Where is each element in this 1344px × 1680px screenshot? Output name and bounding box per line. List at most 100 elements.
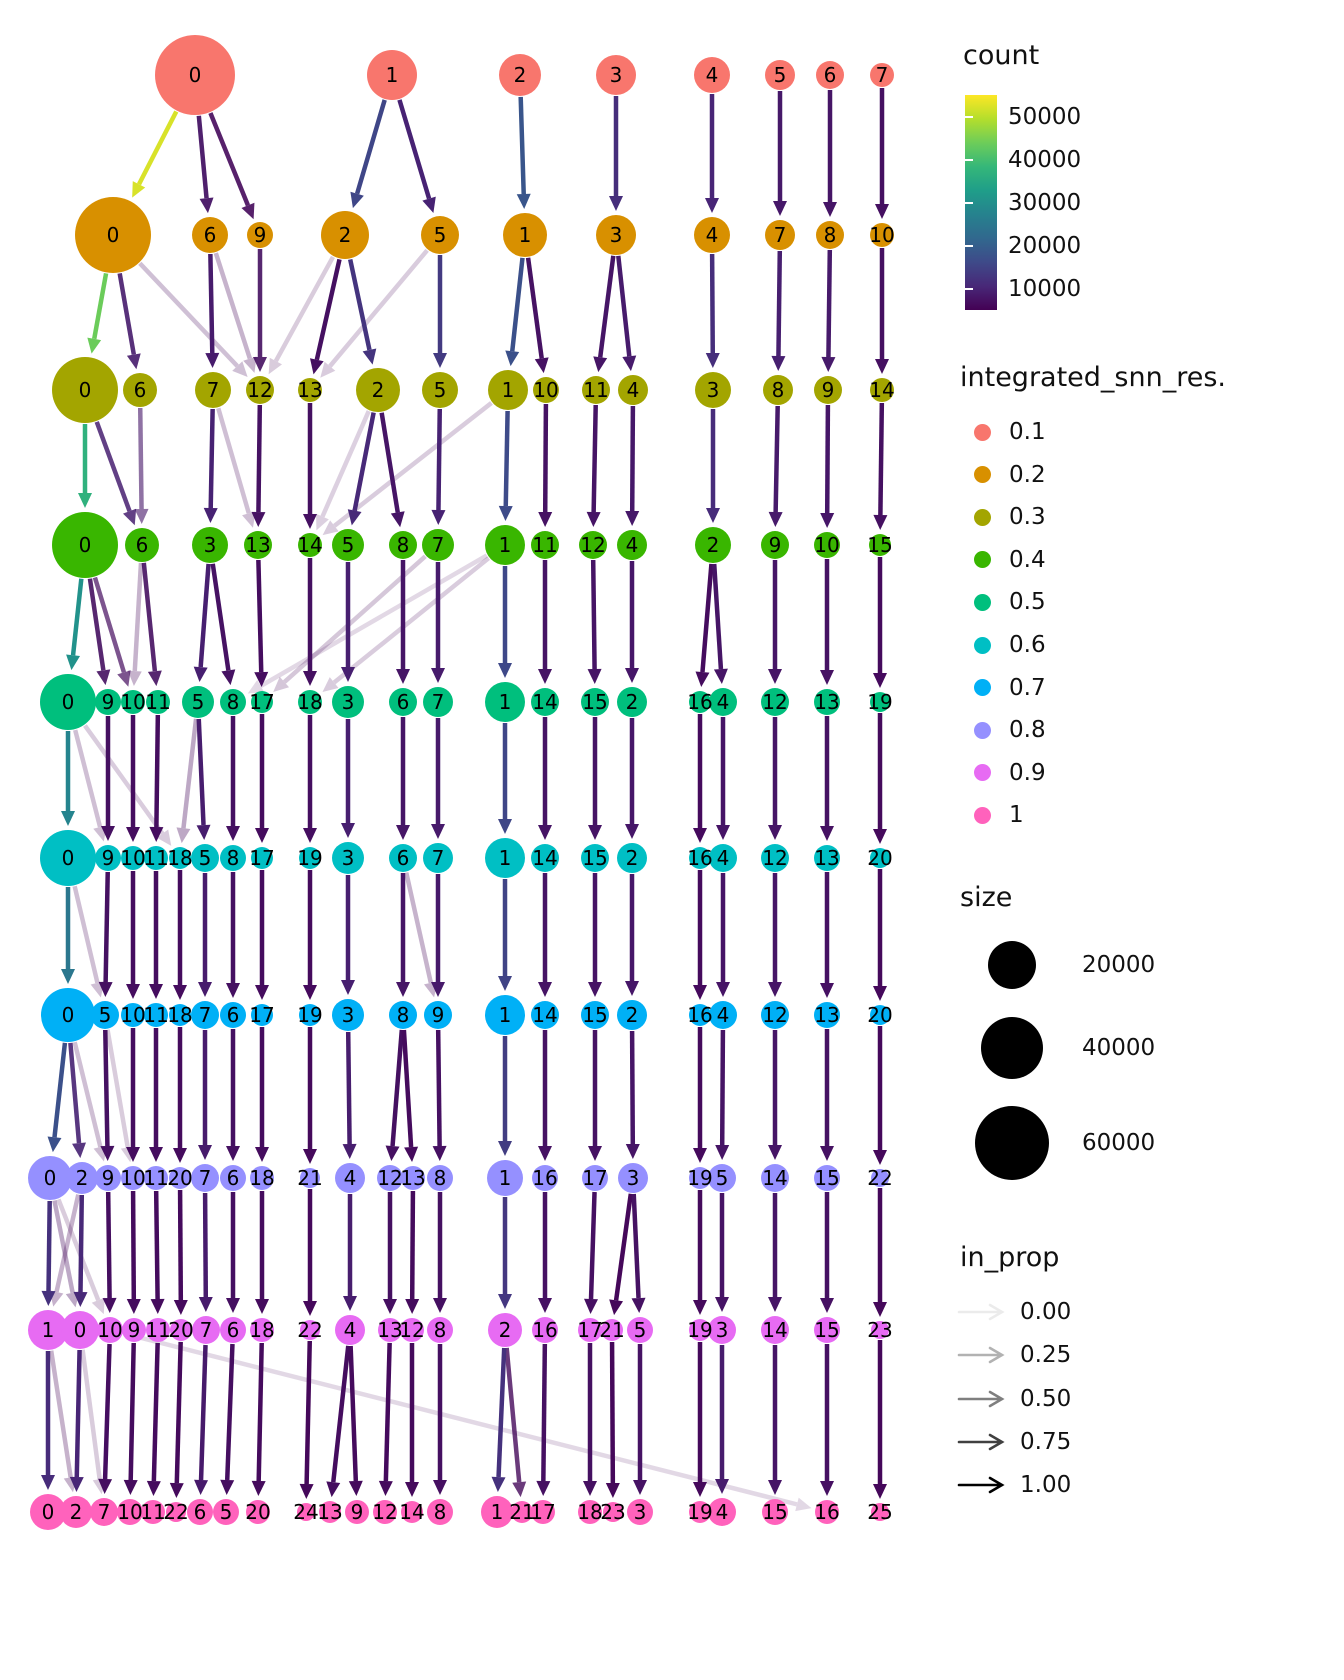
cluster-node-res0.2-10: [870, 223, 894, 247]
edge-arrow: [491, 1347, 507, 1493]
cluster-node-label: 4: [717, 1003, 730, 1027]
cluster-node-res0.8-12: [377, 1165, 403, 1191]
edge-arrow: [348, 1345, 363, 1497]
cluster-node-label: 0: [107, 223, 120, 247]
cluster-node-label: 10: [533, 378, 558, 402]
res-legend-item-0.3: 0.3: [974, 500, 1046, 534]
cluster-node-res0.4-15: [869, 534, 891, 556]
cluster-node-res0.6-17: [251, 847, 273, 869]
cluster-node-label: 1: [499, 846, 512, 870]
cluster-node-label: 4: [717, 690, 730, 714]
edge-arrow: [378, 1342, 393, 1497]
colorbar-tick: [965, 158, 973, 161]
cluster-node-res0.6-6: [389, 844, 417, 872]
edge-arrow: [303, 1189, 317, 1316]
edge-arrow: [303, 403, 317, 529]
cluster-node-res0.8-9: [95, 1165, 121, 1191]
edge-arrow: [205, 253, 220, 369]
cluster-node-label: 0: [62, 846, 75, 870]
cluster-node-label: 16: [687, 846, 712, 870]
edge-arrow: [48, 1350, 78, 1493]
cluster-node-label: 1: [499, 1003, 512, 1027]
cluster-node-res0.5-0: [40, 674, 96, 730]
edge-arrow: [385, 1029, 405, 1162]
cluster-node-label: 6: [397, 690, 410, 714]
edge-arrow: [203, 408, 218, 524]
cluster-node-res0.1-6: [816, 61, 844, 89]
cluster-node-label: 3: [610, 223, 623, 247]
edge-arrow: [820, 1344, 834, 1496]
cluster-node-res0.4-5: [332, 529, 364, 561]
cluster-node-label: 3: [627, 1166, 640, 1190]
cluster-node-label: 18: [167, 846, 192, 870]
edge-arrow: [255, 714, 269, 843]
cluster-node-res0.4-13: [244, 531, 272, 559]
edge-arrow: [94, 421, 137, 526]
edge-arrow: [194, 1344, 209, 1496]
edge-arrow: [208, 112, 255, 220]
cluster-node-res0.5-13: [814, 689, 840, 715]
cluster-node-res0.6-5: [191, 844, 219, 872]
edge-arrow: [873, 713, 887, 844]
cluster-node-res0.9-16: [532, 1317, 558, 1343]
cluster-node-label: 10: [120, 846, 145, 870]
res-legend-item-0.6: 0.6: [974, 628, 1046, 662]
edge-arrow: [198, 1192, 213, 1313]
cluster-node-label: 5: [634, 1318, 647, 1342]
cluster-node-res0.2-2: [321, 211, 369, 259]
res-legend-label: 1: [1009, 802, 1024, 829]
cluster-node-label: 8: [772, 378, 785, 402]
cluster-node-label: 17: [577, 1318, 602, 1342]
edge-arrow: [768, 1345, 782, 1495]
edge-arrow: [498, 1197, 512, 1309]
cluster-node-res0.4-14: [298, 533, 322, 557]
cluster-node-res0.7-5: [91, 1001, 119, 1029]
cluster-node-label: 0: [79, 378, 92, 402]
cluster-node-res0.6-0: [40, 830, 96, 886]
cluster-node-label: 12: [762, 846, 787, 870]
edge-arrow: [255, 1191, 269, 1314]
cluster-node-label: 15: [582, 1003, 607, 1027]
edge-arrow: [693, 1027, 707, 1163]
edge-arrow: [303, 558, 317, 686]
cluster-node-res0.9-10: [97, 1317, 123, 1343]
cluster-node-label: 7: [199, 1003, 212, 1027]
size-legend-label: 60000: [1082, 1130, 1156, 1156]
edge-arrow: [41, 1351, 55, 1490]
cluster-node-res0.3-10: [533, 377, 559, 403]
cluster-node-res0.7-2: [617, 1000, 647, 1030]
cluster-node-label: 2: [626, 690, 639, 714]
cluster-node-label: 19: [687, 1500, 712, 1524]
res-legend-label: 0.6: [1009, 632, 1046, 658]
edge-arrow: [322, 556, 491, 692]
edge-arrow: [100, 1029, 115, 1162]
cluster-node-res1-0: [30, 1494, 66, 1530]
cluster-node-label: 3: [204, 533, 217, 557]
edge-arrow: [251, 404, 266, 528]
edge-arrow: [588, 1030, 602, 1161]
edge-arrow: [431, 408, 446, 526]
cluster-node-res1-6: [187, 1499, 213, 1525]
res-color-dot-icon: [974, 423, 991, 441]
cluster-node-res0.7-10: [121, 1003, 145, 1027]
edge-arrow: [516, 96, 531, 210]
cluster-node-res1-21: [511, 1501, 533, 1523]
edge-arrow: [587, 559, 602, 685]
edge-arrow: [498, 723, 512, 834]
cluster-node-label: 22: [297, 1318, 322, 1342]
cluster-node-res0.7-0: [41, 988, 95, 1042]
cluster-node-label: 5: [99, 1003, 112, 1027]
cluster-node-label: 15: [814, 1166, 839, 1190]
cluster-node-res0.7-12: [761, 1001, 789, 1029]
cluster-node-res0.7-3: [332, 999, 364, 1031]
cluster-node-label: 20: [168, 1318, 193, 1342]
cluster-node-label: 14: [532, 846, 557, 870]
cluster-node-label: 17: [249, 846, 274, 870]
cluster-node-res0.8-18: [250, 1166, 274, 1190]
edge-arrow: [625, 405, 640, 527]
size-legend-label: 20000: [1082, 952, 1156, 978]
cluster-node-label: 3: [342, 1003, 355, 1027]
cluster-node-label: 7: [876, 63, 889, 87]
cluster-node-res0.9-5: [627, 1317, 653, 1343]
cluster-node-label: 12: [247, 378, 272, 402]
